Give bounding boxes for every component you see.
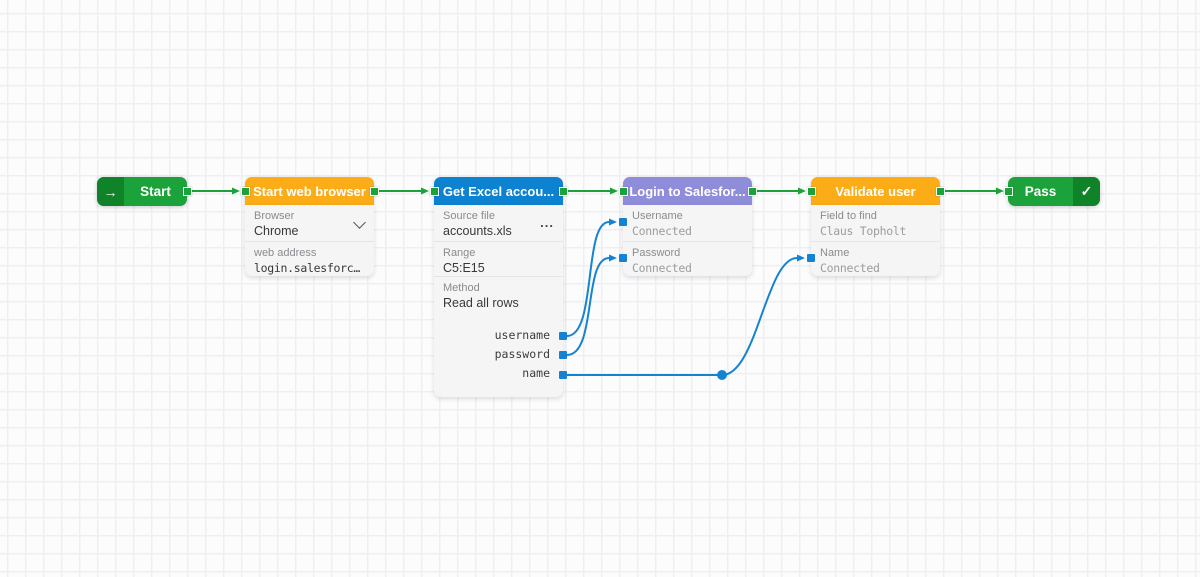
node-header[interactable]: Get Excel accou... (434, 177, 563, 205)
field-field-to-find[interactable]: Field to find Claus Topholt (811, 205, 940, 241)
field-value[interactable]: login.salesforc… (254, 260, 360, 275)
input-port[interactable] (806, 186, 816, 196)
field-label: Browser (254, 210, 295, 222)
field-label: Method (443, 282, 480, 294)
input-port[interactable] (1003, 187, 1013, 196)
field-value[interactable]: Chrome (254, 224, 299, 238)
field-name[interactable]: Name Connected (811, 240, 940, 277)
input-port-username[interactable] (619, 218, 627, 226)
node-body: Field to find Claus Topholt Name Connect… (811, 205, 940, 276)
node-title: Start web browser (253, 183, 366, 199)
input-port[interactable] (618, 186, 628, 196)
field-value: Connected (632, 224, 692, 238)
node-start[interactable]: → Start (97, 177, 192, 206)
field-range[interactable]: Range C5:E15 (434, 240, 563, 277)
output-name: name (522, 366, 550, 380)
output-password: password (494, 347, 550, 361)
start-arrow-icon: → (97, 177, 124, 206)
input-port[interactable] (429, 186, 439, 196)
field-label: Password (632, 246, 681, 259)
field-value[interactable]: accounts.xls (443, 224, 512, 238)
more-options-button[interactable]: ... (540, 215, 554, 230)
node-title: Get Excel accou... (442, 183, 555, 199)
field-web-address[interactable]: web address login.salesforc… (245, 240, 374, 277)
field-username[interactable]: Username Connected (623, 205, 752, 241)
check-icon: ✓ (1073, 177, 1100, 206)
output-port[interactable] (369, 186, 379, 196)
node-title: Pass (1024, 184, 1057, 199)
field-value: Connected (632, 260, 692, 275)
node-start-web-browser[interactable]: Start web browser Browser Chrome web add… (240, 177, 379, 276)
output-port-password[interactable] (559, 351, 567, 359)
field-label: Username (632, 210, 683, 222)
field-value[interactable]: Claus Topholt (820, 224, 907, 238)
output-username: username (494, 328, 550, 342)
output-port-username[interactable] (559, 332, 567, 340)
node-header[interactable]: Start web browser (245, 177, 374, 205)
field-value: Connected (820, 260, 880, 275)
output-port[interactable] (558, 186, 568, 196)
node-header[interactable]: Login to Salesfor... (623, 177, 752, 205)
node-title: Validate user (835, 183, 916, 199)
field-label: Field to find (820, 210, 877, 222)
field-label: Range (443, 246, 476, 259)
node-validate-user[interactable]: Validate user Field to find Claus Tophol… (806, 177, 945, 276)
input-port-password[interactable] (619, 254, 627, 262)
field-password[interactable]: Password Connected (623, 240, 752, 277)
field-label: Source file (443, 210, 495, 222)
field-method[interactable]: Method Read all rows (434, 276, 563, 312)
node-header[interactable]: Validate user (811, 177, 940, 205)
field-value[interactable]: C5:E15 (443, 260, 485, 275)
output-port[interactable] (182, 187, 192, 196)
field-value[interactable]: Read all rows (443, 296, 519, 310)
field-label: Name (820, 246, 850, 259)
wire-name-to-validate[interactable] (566, 254, 805, 376)
field-label: web address (254, 246, 317, 259)
node-title: Start (140, 184, 171, 199)
node-body: Source file accounts.xls ... Range C5:E1… (434, 205, 563, 397)
wire-username-to-login[interactable] (566, 218, 617, 337)
input-port-name[interactable] (807, 254, 815, 262)
wire-waypoint-dot[interactable] (717, 370, 727, 380)
output-list: username password name (434, 312, 563, 397)
output-port[interactable] (935, 186, 945, 196)
output-port[interactable] (747, 186, 757, 196)
node-body: Browser Chrome web address login.salesfo… (245, 205, 374, 276)
node-title: Login to Salesfor... (629, 183, 746, 199)
field-source-file[interactable]: Source file accounts.xls ... (434, 205, 563, 241)
node-pass[interactable]: Pass ✓ (1003, 177, 1100, 206)
field-browser[interactable]: Browser Chrome (245, 205, 374, 241)
node-get-excel-accounts[interactable]: Get Excel accou... Source file accounts.… (429, 177, 568, 397)
wire-password-to-login[interactable] (566, 254, 617, 356)
output-port-name[interactable] (559, 371, 567, 379)
node-body: Username Connected Password Connected (623, 205, 752, 276)
node-login-to-salesforce[interactable]: Login to Salesfor... Username Connected … (618, 177, 757, 276)
input-port[interactable] (240, 186, 250, 196)
